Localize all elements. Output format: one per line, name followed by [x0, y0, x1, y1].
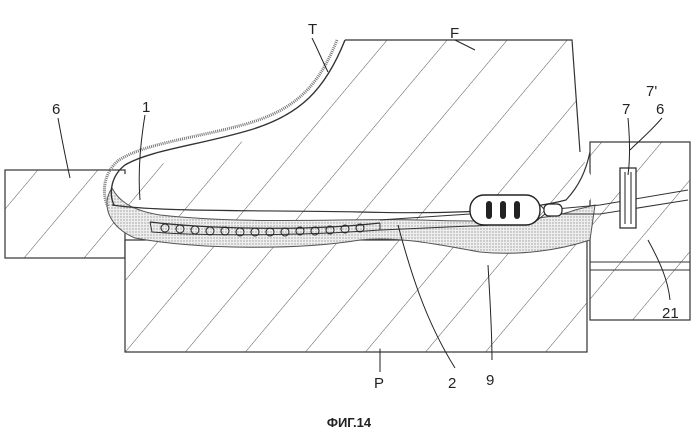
label-1: 1	[142, 99, 150, 116]
label-21: 21	[662, 305, 679, 322]
label-9: 9	[486, 372, 494, 389]
label-2: 2	[448, 375, 456, 392]
lower-mold-p	[125, 240, 587, 352]
right-mold-block	[590, 142, 690, 320]
label-p: P	[374, 375, 384, 392]
label-7-prime: 7'	[646, 83, 657, 100]
label-6-right: 6	[656, 101, 664, 118]
label-7: 7	[622, 101, 630, 118]
figure-caption: ФИГ.14	[327, 415, 372, 430]
label-6-left: 6	[52, 101, 60, 118]
label-f: F	[450, 25, 459, 42]
label-t: T	[308, 21, 317, 38]
